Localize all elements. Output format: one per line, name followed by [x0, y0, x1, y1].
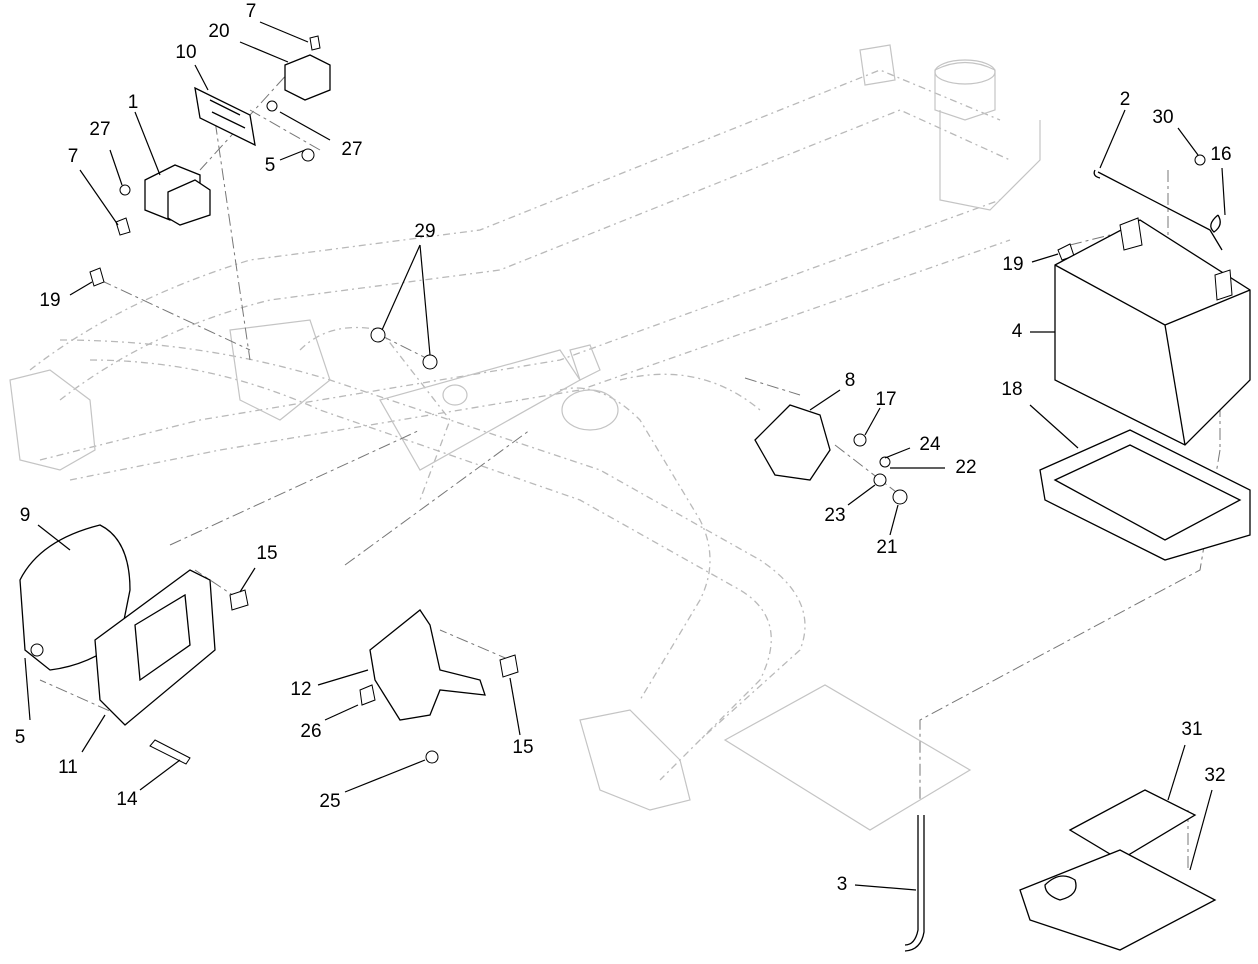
assembly-lines: [39, 59, 1221, 870]
leader-lines: [24, 21, 1226, 891]
relay-bracket: [194, 86, 256, 147]
callout-8: 8: [845, 370, 856, 391]
callout-29: 29: [414, 221, 435, 242]
callout-20: 20: [208, 21, 229, 42]
callout-24: 24: [919, 434, 941, 455]
bolts-19: [89, 243, 1075, 287]
relay-top: [266, 35, 331, 162]
callout-21: 21: [876, 537, 897, 558]
hold-down-rod: [1093, 154, 1223, 251]
mount-plate: [94, 569, 249, 765]
callout-23: 23: [824, 505, 845, 526]
callout-27: 27: [89, 119, 110, 140]
callout-25: 25: [319, 791, 340, 812]
callout-7: 7: [68, 146, 79, 167]
callout-15: 15: [512, 737, 533, 758]
callout-5: 5: [265, 155, 276, 176]
callout-31: 31: [1181, 719, 1202, 740]
callout-15: 15: [256, 543, 277, 564]
callout-17: 17: [875, 389, 896, 410]
callout-27: 27: [341, 139, 362, 160]
relay-assembly: [115, 164, 211, 236]
callout-labels: 1 2 3 4 5 5 7 7 8 9 10 11 12 14 15 15 16…: [15, 1, 1232, 895]
callout-12: 12: [290, 679, 311, 700]
callout-16: 16: [1210, 144, 1231, 165]
callout-5: 5: [15, 727, 26, 748]
callout-30: 30: [1152, 107, 1173, 128]
callout-9: 9: [20, 505, 31, 526]
battery: [1054, 217, 1251, 446]
solenoid: [754, 404, 908, 505]
callout-26: 26: [300, 721, 321, 742]
callout-4: 4: [1012, 321, 1023, 342]
callout-7: 7: [246, 1, 257, 22]
callout-22: 22: [955, 457, 976, 478]
callout-2: 2: [1120, 89, 1131, 110]
callout-1: 1: [128, 92, 139, 113]
cable: [904, 815, 925, 952]
frame-phantom: [9, 44, 1041, 811]
bracket-12: [359, 609, 519, 764]
base-plate: [723, 684, 972, 831]
callout-10: 10: [175, 42, 196, 63]
callout-19: 19: [1002, 254, 1023, 275]
callout-19: 19: [39, 290, 60, 311]
battery-tray: [1039, 429, 1251, 561]
callout-11: 11: [58, 757, 78, 778]
seat-switch-assembly: [1019, 789, 1217, 951]
callout-14: 14: [116, 789, 138, 810]
callout-3: 3: [837, 874, 848, 895]
callout-32: 32: [1204, 765, 1225, 786]
callout-18: 18: [1001, 379, 1022, 400]
spacers-29: [370, 327, 438, 370]
